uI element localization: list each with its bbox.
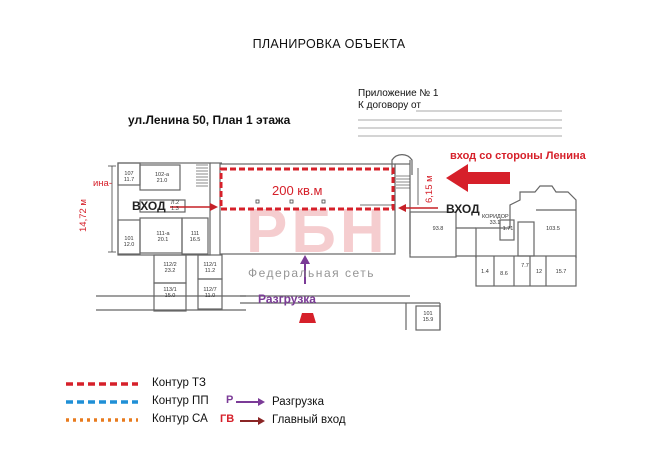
legend-tz-label: Контур ТЗ (152, 377, 206, 389)
room-12: 12 (535, 269, 543, 275)
legend-gv-label: Главный вход (272, 414, 346, 426)
right-entrance-arrow (398, 204, 438, 212)
dimension-fragment: ина- (93, 178, 112, 189)
watermark-logo: РБН (246, 197, 389, 266)
left-entrance-arrow (170, 203, 218, 211)
appendix-lines (358, 110, 562, 137)
entry-note: вход со стороны Ленина (450, 150, 586, 162)
appendix-block: Приложение № 1 К договору от (358, 88, 439, 112)
legend-pp-label: Контур ПП (152, 395, 209, 407)
unloading-marker (299, 313, 316, 323)
unloading-label: Разгрузка (258, 292, 316, 306)
hall-markers (255, 199, 392, 206)
building-walls (96, 154, 577, 331)
room-1-71: 1.71 (502, 226, 514, 232)
watermark-subtitle: Федеральная сеть (248, 266, 375, 280)
dimension-vertical: 14,72 м (78, 199, 89, 232)
legend-p-label: Разгрузка (272, 396, 324, 408)
room-1-4: 1.4 (481, 269, 489, 275)
room-93-8: 93.8 (432, 226, 444, 232)
address-label: ул.Ленина 50, План 1 этажа (128, 113, 291, 127)
room-8-6: 8.6 (500, 271, 508, 277)
room-103-5: 103.5 (546, 226, 560, 232)
room-15-7: 15.7 (555, 269, 567, 275)
dimension-right: 6,15 м (424, 175, 435, 203)
legend-lines (66, 382, 265, 425)
room-7-7: 7.7 (521, 263, 529, 269)
entrance-left-label: ВХОД (132, 199, 166, 213)
legend-arrow-entrance (258, 417, 265, 425)
legend-gv-code: ГВ (220, 413, 235, 425)
lenina-entry-arrow (446, 164, 510, 192)
entrance-right-label: ВХОД (446, 202, 480, 216)
legend-arrow-unload (258, 398, 265, 406)
appendix-line-1: Приложение № 1 (358, 88, 439, 99)
unloading-arrow (300, 255, 310, 284)
legend-p-code: Р (226, 394, 234, 406)
svg-text:РБН: РБН (246, 197, 389, 266)
legend-sa-label: Контур СА (152, 413, 208, 425)
area-label: 200 кв.м (272, 183, 323, 198)
appendix-line-2: К договору от (358, 100, 421, 111)
tz-contour (219, 167, 395, 211)
page-title: ПЛАНИРОВКА ОБЪЕКТА (252, 37, 406, 51)
